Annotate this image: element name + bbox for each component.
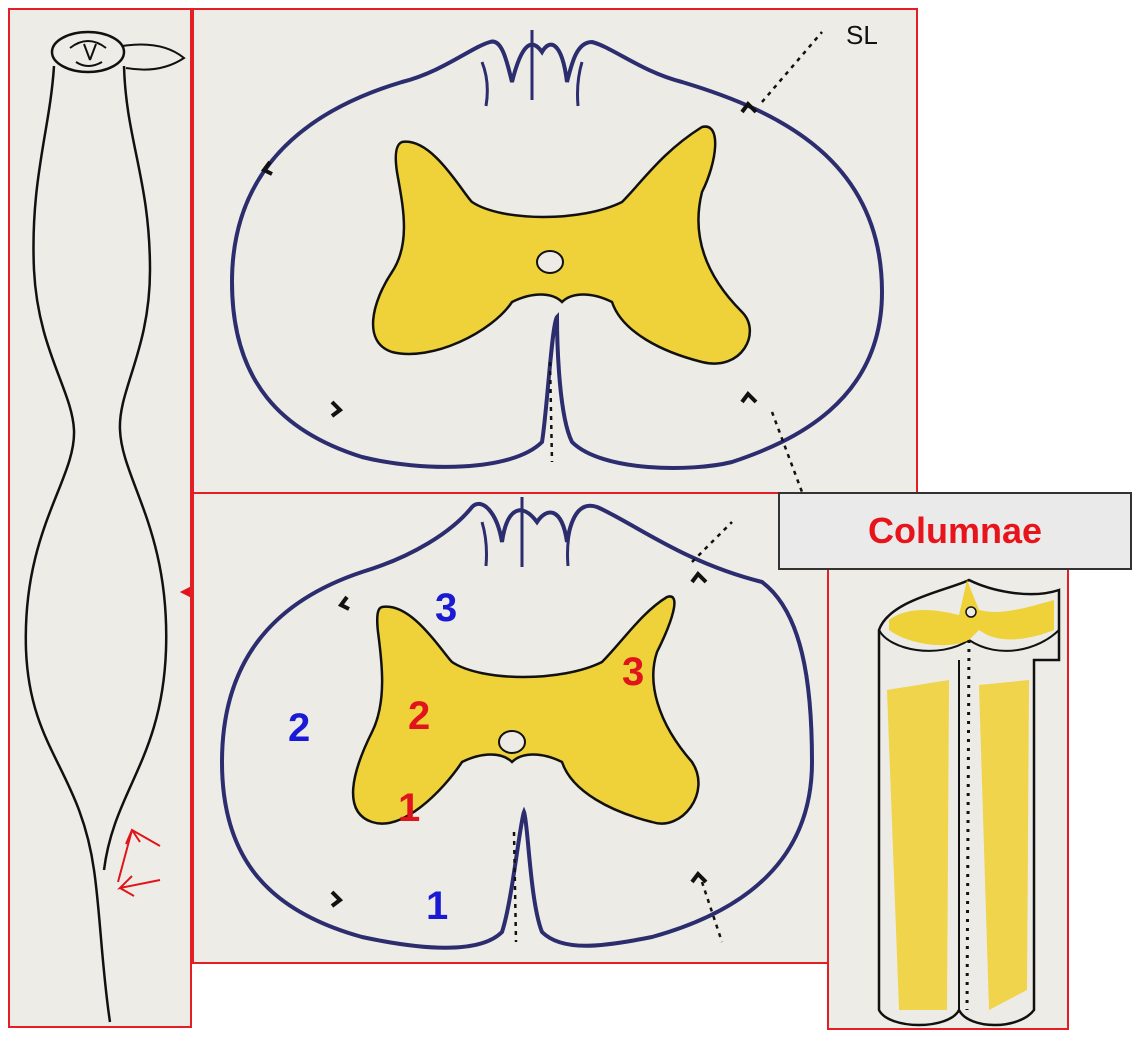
ventral-horn-number: 1 <box>398 788 420 828</box>
corner-label: SL <box>846 20 878 50</box>
lateral-funiculus-number: 2 <box>288 708 310 748</box>
spinal-cord-longitudinal-panel <box>8 8 192 1028</box>
spinal-cord-cross-section-drawing: SL <box>194 10 918 496</box>
spinal-cord-outline-drawing <box>10 10 192 1028</box>
gray-matter-column-drawing <box>829 570 1069 1030</box>
lateral-horn-number: 2 <box>408 696 430 736</box>
dorsal-horn-number: 3 <box>622 652 644 692</box>
ventral-funiculus-number: 1 <box>426 886 448 926</box>
columnae-3d-panel <box>827 568 1069 1030</box>
arrow-icon <box>118 588 190 896</box>
dorsal-funiculus-number: 3 <box>435 588 457 628</box>
columnae-callout: Columnae <box>778 492 1132 570</box>
cross-section-top-panel: SL <box>192 8 918 496</box>
